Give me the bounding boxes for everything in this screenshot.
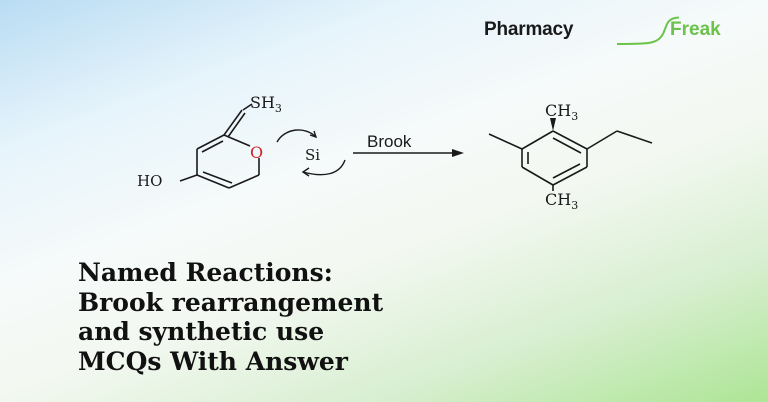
- reaction-arrow-icon: [353, 149, 464, 157]
- sh3-label: SH3: [250, 93, 282, 115]
- hydroxyl-label: HO: [137, 172, 162, 190]
- wedge-bond-icon: [550, 118, 556, 131]
- silicon-reagent-label: Si: [305, 146, 320, 164]
- title-line: Named Reactions:: [78, 258, 333, 287]
- curved-arrows-icon: [276, 129, 346, 177]
- top-methyl-label: CH3: [545, 101, 578, 123]
- reaction-scheme: SH3 O HO Si Brook CH3 CH3: [137, 93, 653, 212]
- article-title: Named Reactions: Brook rearrangement and…: [78, 258, 383, 376]
- product-molecule: [488, 130, 653, 191]
- brook-arrow-label: Brook: [367, 132, 412, 151]
- reactant-molecule: [179, 103, 260, 189]
- logo-swoosh-icon: [616, 16, 679, 45]
- bottom-methyl-label: CH3: [545, 190, 578, 212]
- title-line: Brook rearrangement: [78, 287, 384, 317]
- logo-text-pharmacy: Pharmacy: [484, 19, 574, 40]
- title-line: MCQs With Answer: [78, 346, 348, 376]
- oxygen-label: O: [250, 143, 263, 162]
- logo-text-freak: Freak: [670, 19, 721, 40]
- title-line: and synthetic use: [78, 317, 325, 346]
